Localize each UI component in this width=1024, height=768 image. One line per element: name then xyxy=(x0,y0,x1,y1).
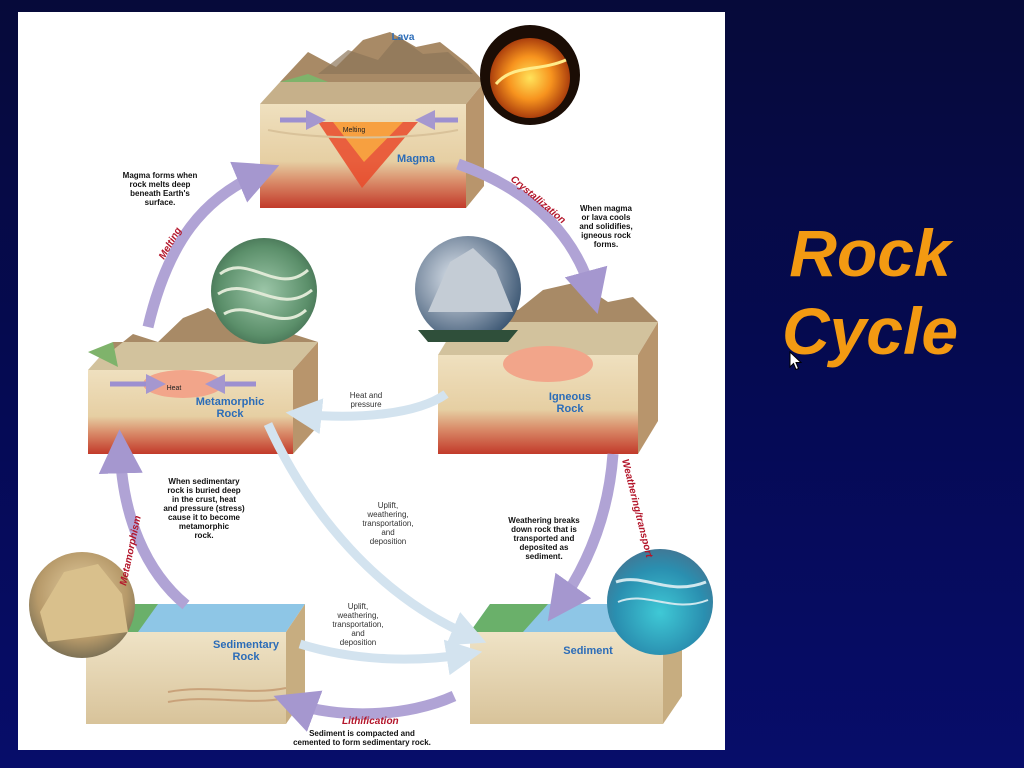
note-line: Heat and xyxy=(350,391,382,400)
note-line: rock is buried deep xyxy=(167,486,240,495)
uplift-bottom-arrow xyxy=(298,639,483,676)
note-line: in the crust, heat xyxy=(172,495,236,504)
note-line: deposition xyxy=(340,638,376,647)
rock-cycle-diagram: Lava Melting Magma Heat Metamorphic Rock xyxy=(18,12,725,750)
note-line: sediment. xyxy=(525,552,562,561)
weathering-transport-process-label: Weathering/transport xyxy=(619,458,654,559)
metamorphic-block: Heat Metamorphic Rock xyxy=(88,308,318,454)
lithification-arrow xyxy=(273,690,457,732)
note-line: transported and xyxy=(514,534,575,543)
slide-title: Rock Cycle xyxy=(760,214,980,370)
note-line: and pressure (stress) xyxy=(163,504,245,513)
note-line: Uplift, xyxy=(348,602,368,611)
slide-title-line1: Rock xyxy=(789,216,951,290)
weathering-breaks-note: Weathering breaks down rock that is tran… xyxy=(508,516,580,561)
when-sedimentary-note: When sedimentary rock is buried deep in … xyxy=(163,477,245,540)
note-line: When magma xyxy=(580,204,633,213)
metamorphism-arrow xyxy=(98,429,190,610)
note-line: Uplift, xyxy=(378,501,398,510)
sediment-label: Sediment xyxy=(563,645,613,657)
note-line: forms. xyxy=(594,240,618,249)
sedimentary-rock-label-line2: Rock xyxy=(233,651,261,663)
note-line: cemented to form sedimentary rock. xyxy=(293,738,431,747)
metamorphic-rock-label-line2: Rock xyxy=(217,408,245,420)
granite-dome-photo xyxy=(415,236,521,342)
mouse-pointer-icon xyxy=(789,351,803,371)
note-line: igneous rock xyxy=(581,231,631,240)
note-line: and solidifies, xyxy=(579,222,632,231)
note-line: Sediment is compacted and xyxy=(309,729,415,738)
canyon-cliff-photo xyxy=(29,552,135,658)
when-magma-note: When magma or lava cools and solidifies,… xyxy=(579,204,632,249)
slide-title-line2: Cycle xyxy=(781,294,959,368)
melting-zone-label: Melting xyxy=(343,127,366,134)
note-line: down rock that is xyxy=(511,525,577,534)
metamorphic-rock-label-line1: Metamorphic xyxy=(196,396,264,408)
heat-pressure-note: Heat and pressure xyxy=(350,391,382,409)
note-line: When sedimentary xyxy=(168,477,240,486)
note-line: pressure xyxy=(350,400,382,409)
lithification-process-label: Lithification xyxy=(342,716,399,727)
weathering-transport-arrow xyxy=(547,453,619,622)
note-line: rock. xyxy=(194,531,213,540)
lava-label: Lava xyxy=(392,32,415,43)
note-line: or lava cools xyxy=(582,213,631,222)
note-line: Magma forms when xyxy=(123,171,198,180)
magma-block: Lava Melting Magma xyxy=(260,32,484,208)
uplift-center-arrow xyxy=(263,422,487,646)
magma-forms-note: Magma forms when rock melts deep beneath… xyxy=(123,171,198,207)
uplift-bottom-note: Uplift, weathering, transportation, and … xyxy=(332,602,383,647)
lava-photo xyxy=(480,25,580,125)
note-line: weathering, xyxy=(366,510,408,519)
crystallization-arrow xyxy=(456,158,608,314)
note-line: surface. xyxy=(145,198,176,207)
note-line: Weathering breaks xyxy=(508,516,580,525)
heat-pressure-arrow xyxy=(285,390,449,435)
note-line: weathering, xyxy=(336,611,378,620)
folded-rock-photo xyxy=(211,238,317,344)
note-line: beneath Earth's xyxy=(130,189,190,198)
melting-arrow xyxy=(142,161,280,329)
uplift-center-note: Uplift, weathering, transportation, and … xyxy=(362,501,413,546)
igneous-rock-label-line2: Rock xyxy=(557,403,585,415)
river-delta-photo xyxy=(607,549,713,655)
note-line: and xyxy=(381,528,394,537)
crystallization-process-label: Crystallization xyxy=(508,174,567,226)
note-line: metamorphic xyxy=(179,522,230,531)
cycle-arrows xyxy=(98,158,619,732)
magma-label: Magma xyxy=(397,153,436,165)
note-line: and xyxy=(351,629,364,638)
note-line: cause it to become xyxy=(168,513,241,522)
note-line: rock melts deep xyxy=(130,180,191,189)
heat-zone-label: Heat xyxy=(167,385,182,392)
sediment-compacted-note: Sediment is compacted and cemented to fo… xyxy=(293,729,431,747)
note-line: transportation, xyxy=(332,620,383,629)
note-line: transportation, xyxy=(362,519,413,528)
note-line: deposited as xyxy=(520,543,569,552)
note-line: deposition xyxy=(370,537,406,546)
sedimentary-rock-label-line1: Sedimentary xyxy=(213,639,280,651)
igneous-rock-label-line1: Igneous xyxy=(549,391,591,403)
